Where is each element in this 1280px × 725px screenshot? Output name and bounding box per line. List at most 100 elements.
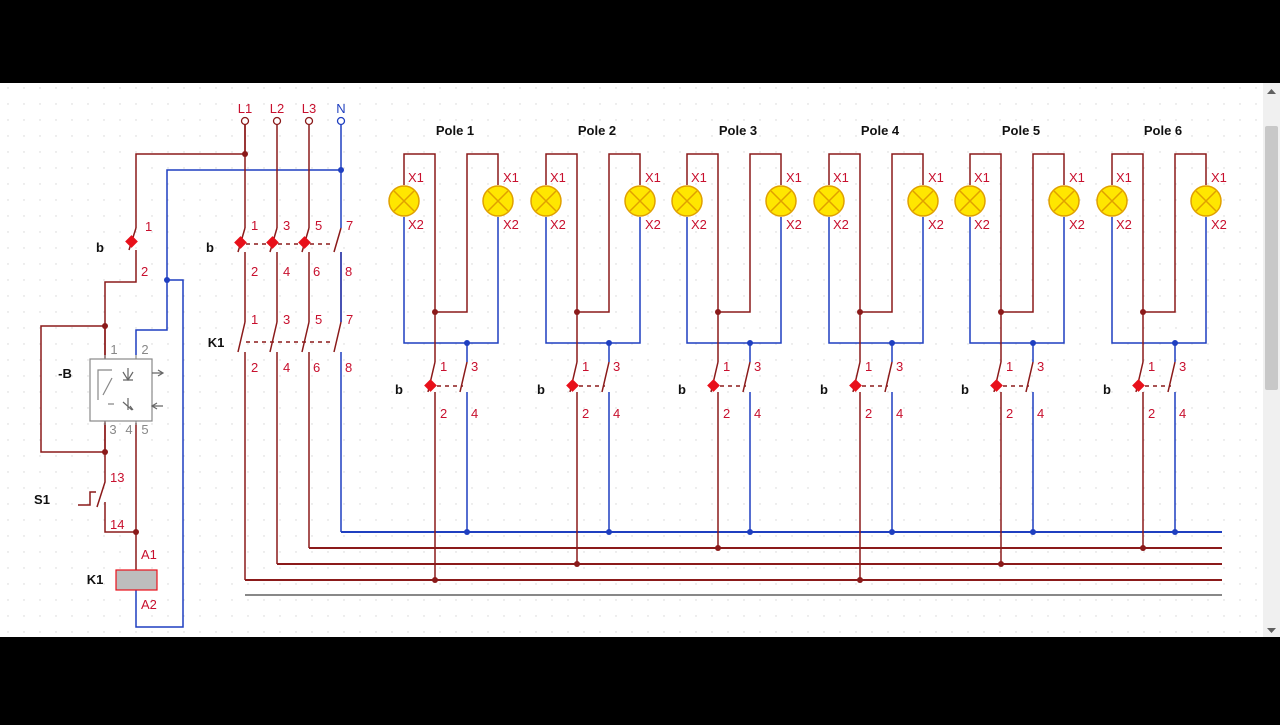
terminal-l1[interactable] [240,116,250,126]
junction-dots [102,151,1178,583]
pole-breaker-pin-3: 3 [754,359,761,374]
junction-dot [998,309,1004,315]
pole-breaker-pin-4: 4 [613,406,620,421]
pole-phase-loop [860,153,924,313]
lamp-right-pin-x1: X1 [928,170,944,185]
lamp-right-pin-x1: X1 [1069,170,1085,185]
pole-breaker-pin-3: 3 [896,359,903,374]
main-breaker-pin-1: 1 [251,218,258,233]
scroll-down-arrow-icon[interactable] [1267,628,1276,633]
pole-phase-loop [577,153,641,313]
lamp-cross [676,190,698,212]
pole-breaker-pin-4: 4 [471,406,478,421]
contactor-k1-symbol[interactable] [237,321,342,353]
pole-breaker-pin-1: 1 [582,359,589,374]
lamp-left-icon[interactable] [1096,185,1128,217]
pole-phase-loop [1143,153,1207,313]
pole-phase-loop [718,153,782,313]
terminal-label-l1: L1 [238,101,252,116]
pole-breaker-pin-1: 1 [865,359,872,374]
pole-phase-wire [403,153,436,312]
lamp-right-icon[interactable] [907,185,939,217]
lamp-right-icon[interactable] [624,185,656,217]
lamp-right-pin-x1: X1 [786,170,802,185]
main-breaker-label: b [206,240,214,255]
pole-breaker-pin-3: 3 [613,359,620,374]
scrollbar-thumb[interactable] [1265,126,1278,390]
letterbox-bottom [0,637,1280,720]
lamp-right-pin-x2: X2 [928,217,944,232]
main-breaker-pin-3: 3 [283,218,290,233]
coil-k1[interactable] [115,569,158,591]
junction-dot [747,529,753,535]
lamp-left-pin-x2: X2 [408,217,424,232]
pole-breaker-pin-2: 2 [582,406,589,421]
lamp-cross [818,190,840,212]
pole-title: Pole 4 [861,123,900,138]
terminal-n[interactable] [336,116,346,126]
lamp-cross [629,190,651,212]
lamp-cross [393,190,415,212]
pole-neutral-wire [545,217,641,344]
pole-neutral-wire [686,217,782,344]
junction-dot [606,529,612,535]
terminal-l3[interactable] [304,116,314,126]
pole-breaker-pin-1: 1 [723,359,730,374]
lamp-right-icon[interactable] [1190,185,1222,217]
main-breaker-markers [234,236,311,249]
lamp-right-icon[interactable] [765,185,797,217]
junction-dot [242,151,248,157]
vertical-scrollbar[interactable] [1263,83,1280,637]
pole-breaker-pin-2: 2 [1148,406,1155,421]
lamp-left-pin-x1: X1 [691,170,707,185]
lamp-right-icon[interactable] [1048,185,1080,217]
junction-dot [1140,545,1146,551]
pole-title: Pole 5 [1002,123,1040,138]
control-breaker-pin-top: 1 [145,219,152,234]
contactor-pin-7: 7 [346,312,353,327]
device-b-pin-5: 5 [141,422,148,437]
lamp-left-icon[interactable] [671,185,703,217]
main-breaker-pin-7: 7 [346,218,353,233]
lamp-left-icon[interactable] [388,185,420,217]
junction-dot [102,449,108,455]
lamp-right-pin-x1: X1 [1211,170,1227,185]
device-b-symbol[interactable] [89,355,165,425]
pole-breaker-pin-1: 1 [1006,359,1013,374]
switch-s1-label: S1 [34,492,50,507]
lamp-left-icon[interactable] [813,185,845,217]
lamp-right-pin-x2: X2 [1211,217,1227,232]
lamp-left-icon[interactable] [954,185,986,217]
device-b-label: -B [58,366,72,381]
contactor-pin-8: 8 [345,360,352,375]
terminal-label-l2: L2 [270,101,284,116]
terminal-label-l3: L3 [302,101,316,116]
junction-dot [857,577,863,583]
terminal-label-n: N [336,101,345,116]
pole-phase-loop [435,153,499,313]
lamp-right-pin-x1: X1 [503,170,519,185]
lamp-left-icon[interactable] [530,185,562,217]
lamp-left-pin-x2: X2 [691,217,707,232]
junction-dot [574,561,580,567]
pole-breaker-pin-2: 2 [865,406,872,421]
pole-phase-loop [1001,153,1065,313]
junction-dot [1030,529,1036,535]
pole-breaker-symbol[interactable] [424,361,468,393]
lamp-right-icon[interactable] [482,185,514,217]
pole-breaker-pin-4: 4 [1037,406,1044,421]
terminal-l2[interactable] [272,116,282,126]
junction-dot [432,577,438,583]
pole-breaker-pin-4: 4 [754,406,761,421]
lamp-cross [1195,190,1217,212]
switch-s1-symbol[interactable] [78,465,106,512]
lamp-cross [1053,190,1075,212]
junction-dot [464,340,470,346]
pole-phase-wire [969,153,1002,312]
scroll-up-arrow-icon[interactable] [1267,89,1276,94]
coil-k1-label: K1 [87,572,104,587]
